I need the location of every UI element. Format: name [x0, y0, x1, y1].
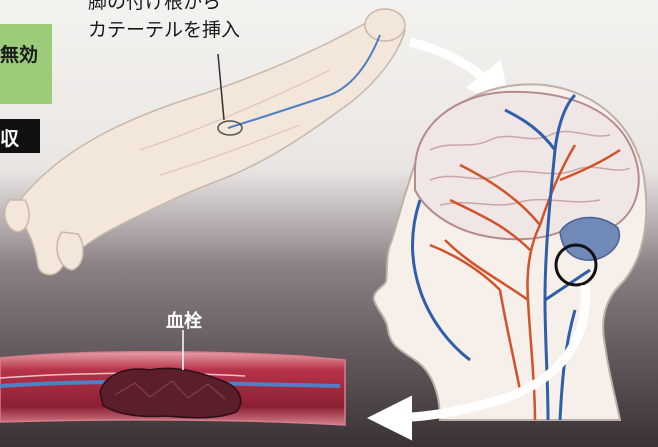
- clot-label: 血栓: [166, 307, 202, 333]
- black-label-text: 収: [0, 124, 19, 151]
- catheter-label-line1: 脚の付け根から: [88, 0, 221, 13]
- catheter-label-line2: カテーテルを挿入: [88, 19, 240, 41]
- green-label-text: 無効: [0, 40, 38, 67]
